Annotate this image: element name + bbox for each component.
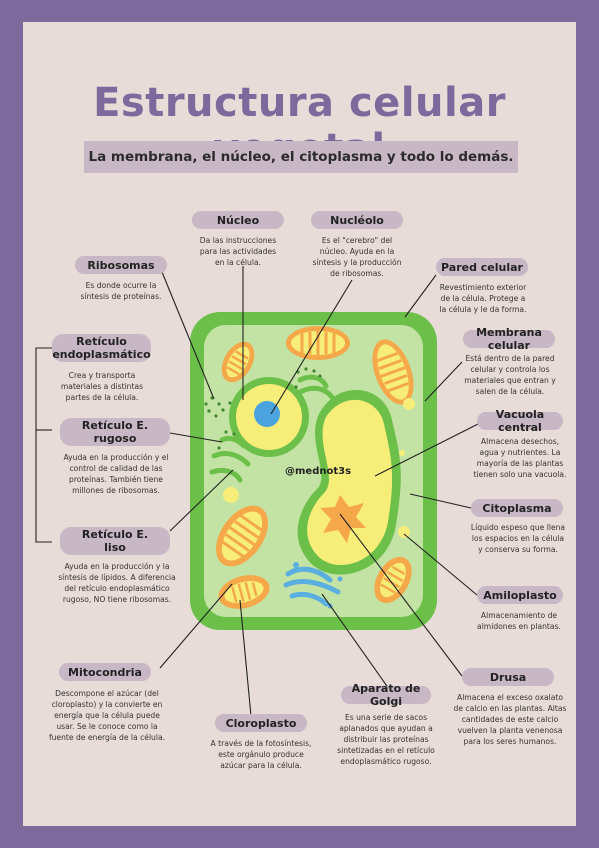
label-vacuola-central: Vacuola central xyxy=(477,408,563,434)
desc-mitocondria: Descompone el azúcar (del cloroplasto) y… xyxy=(48,689,166,742)
label-reticulo-endoplasmatico: Retículo endoplasmático xyxy=(52,334,151,362)
label-amiloplasto: Amiloplasto xyxy=(477,586,563,604)
desc-pared-celular: Revestimiento exterior de la célula. Pro… xyxy=(439,283,527,314)
desc-reticulo-endoplasmatico: Crea y transporta materiales a distintas… xyxy=(60,371,144,402)
desc-aparato-golgi: Es una serie de sacos aplanados que ayud… xyxy=(337,713,435,766)
label-nucleo: Núcleo xyxy=(192,211,284,229)
rough-er-shape xyxy=(209,374,337,483)
druse-shape xyxy=(320,495,366,543)
page-subtitle: La membrana, el núcleo, el citoplasma y … xyxy=(84,141,518,173)
watermark-text: @mednot3s xyxy=(285,466,352,477)
leader-lines xyxy=(35,266,485,717)
golgi-shape xyxy=(283,562,343,609)
desc-nucleolo: Es el "cerebro" del núcleo. Ayuda en la … xyxy=(312,236,402,278)
desc-reticulo-rugoso: Ayuda en la producción y el control de c… xyxy=(63,453,169,495)
desc-cloroplasto: A través de la fotosíntesis, este orgánu… xyxy=(210,739,312,770)
label-reticulo-liso: Retículo E. liso xyxy=(60,527,170,555)
desc-citoplasma: Líquido espeso que llena los espacios en… xyxy=(470,523,566,554)
label-cloroplasto: Cloroplasto xyxy=(215,714,307,732)
desc-membrana-celular: Está dentro de la pared celular y contro… xyxy=(464,354,556,396)
label-membrana-celular: Membrana celular xyxy=(463,326,555,352)
label-nucleolo: Nucléolo xyxy=(311,211,403,229)
label-citoplasma: Citoplasma xyxy=(471,499,563,517)
amyloplast-shape xyxy=(403,398,415,410)
label-mitocondria: Mitocondria xyxy=(59,663,151,681)
label-drusa: Drusa xyxy=(462,668,554,686)
nucleolus-shape xyxy=(254,401,280,427)
label-aparato-golgi: Aparato de Golgi xyxy=(341,682,431,708)
desc-nucleo: Da las instrucciones para las actividade… xyxy=(199,236,277,267)
desc-reticulo-liso: Ayuda en la producción y la síntesis de … xyxy=(58,562,176,604)
chloroplast-shapes xyxy=(215,326,414,609)
label-ribosomas: Ribosomas xyxy=(75,256,167,274)
desc-vacuola-central: Almacena desechos, agua y nutrientes. La… xyxy=(473,437,567,479)
desc-amiloplasto: Almacenamiento de almidones en plantas. xyxy=(477,611,561,631)
ribosome-dots xyxy=(204,367,322,450)
label-pared-celular: Pared celular xyxy=(436,258,528,276)
label-reticulo-rugoso: Retículo E. rugoso xyxy=(60,418,170,446)
desc-drusa: Almacena el exceso oxalato de calcio en … xyxy=(453,693,567,746)
desc-ribosomas: Es donde ocurre la síntesis de proteínas… xyxy=(80,281,162,301)
